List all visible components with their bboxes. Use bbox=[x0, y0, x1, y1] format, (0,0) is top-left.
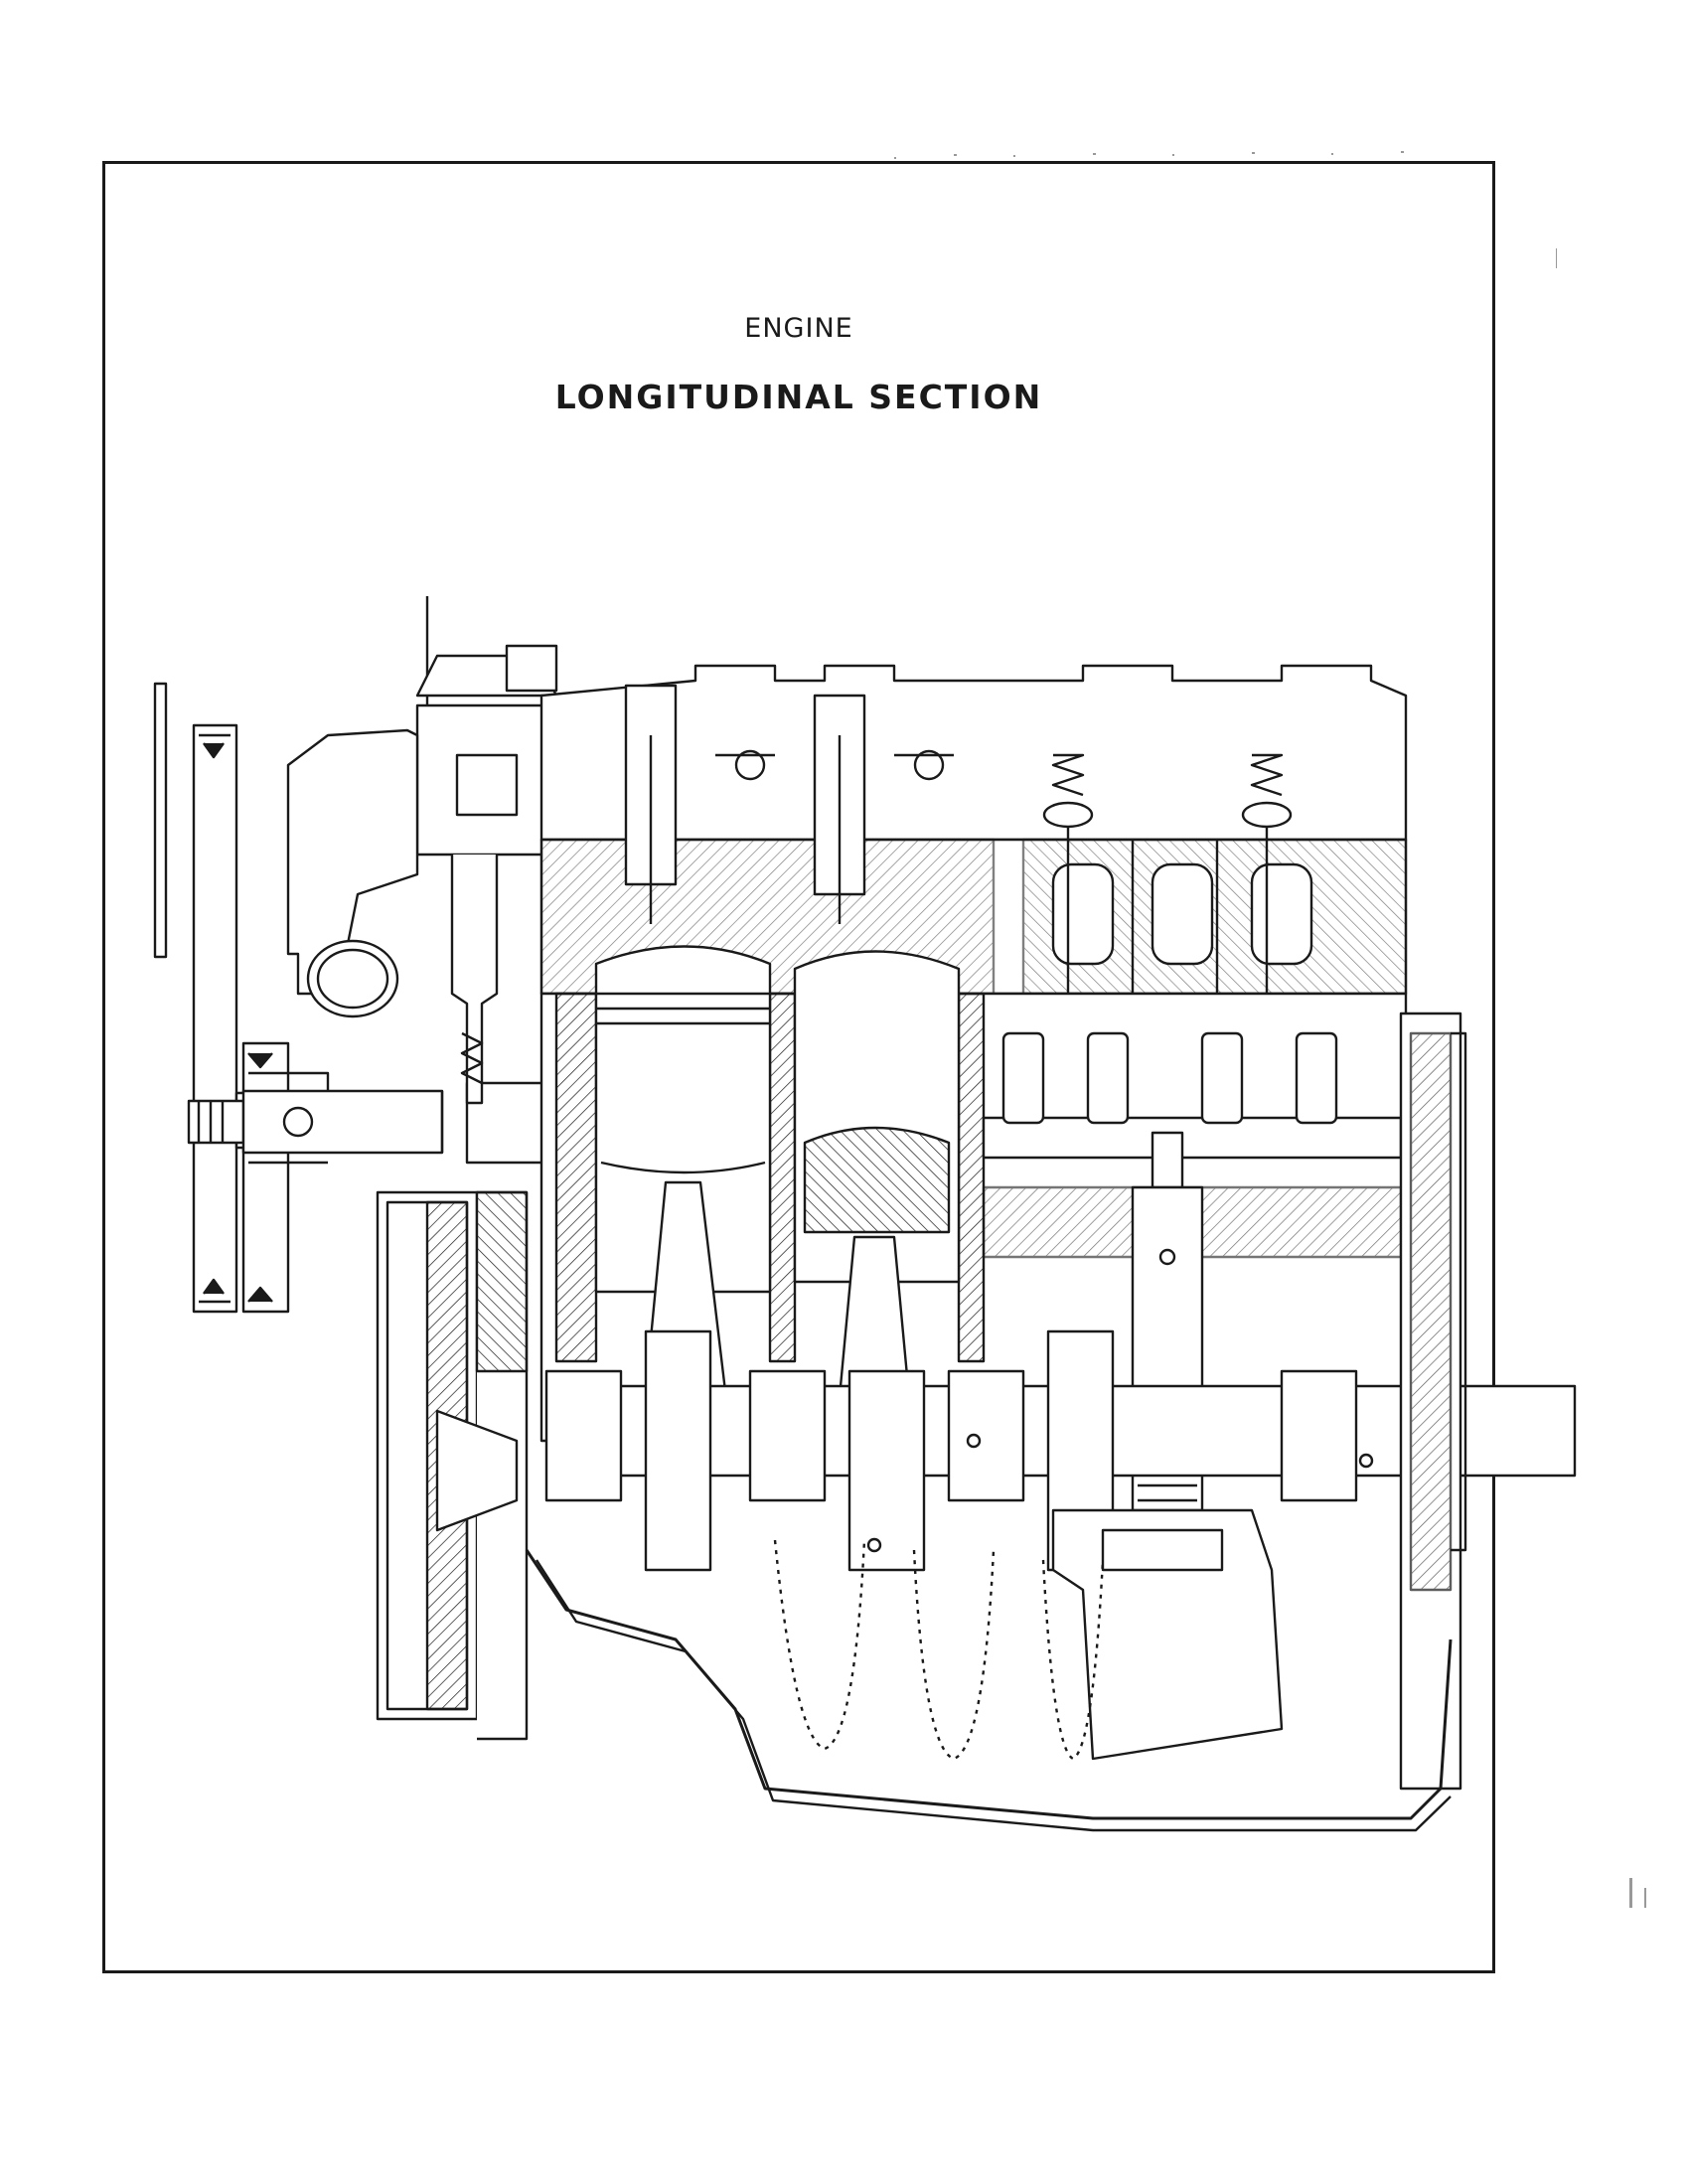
front-housing bbox=[286, 728, 419, 1018]
oil-sump bbox=[525, 1539, 1453, 1832]
crankshaft-nose bbox=[187, 1081, 598, 1165]
flywheel bbox=[1399, 1012, 1467, 1791]
page-title: LONGITUDINAL SECTION bbox=[554, 378, 1043, 416]
timing-cover bbox=[376, 1190, 529, 1741]
oil-pump bbox=[1051, 1508, 1284, 1761]
page-border: ENGINE LONGITUDINAL SECTION bbox=[102, 161, 1495, 1973]
section-label: ENGINE bbox=[744, 313, 853, 344]
valve-train bbox=[624, 684, 1293, 1043]
scan-marks bbox=[894, 151, 1646, 1908]
distributor bbox=[415, 596, 558, 1105]
cylinder-head bbox=[539, 664, 1408, 996]
